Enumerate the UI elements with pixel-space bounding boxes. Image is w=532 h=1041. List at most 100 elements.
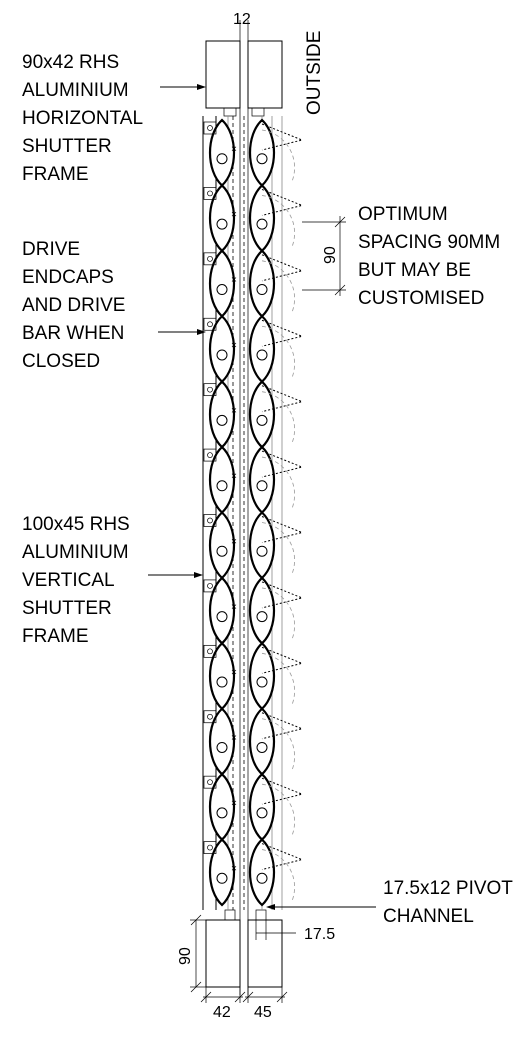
svg-text:SHUTTER: SHUTTER (22, 136, 112, 157)
drive-mark (231, 473, 237, 479)
top-pivot-left (223, 107, 237, 117)
pivot-right (256, 741, 268, 753)
svg-text:FRAME: FRAME (22, 626, 89, 647)
horizontal-frame-label: 90x42 RHS ALUMINIUM HORIZONTAL SHUTTER F… (22, 52, 143, 185)
pivot-left (216, 153, 228, 165)
bottom-width-tick-1 (200, 991, 212, 1003)
bottom-frame-right (247, 919, 283, 988)
bottom-pivot-left (224, 909, 236, 921)
endcap-hole (207, 517, 213, 524)
bottom-frame-left (205, 919, 241, 988)
bottom-pivot-right (255, 909, 267, 921)
pivot-left (216, 807, 228, 819)
endcap-tab (203, 317, 217, 331)
blade-swing-arc (261, 195, 295, 247)
svg-text:100x45 RHS: 100x45 RHS (22, 514, 130, 535)
bottom-height-dim-text: 90 (177, 947, 194, 965)
blade-right (249, 445, 275, 514)
blade-swing-arc (261, 783, 295, 836)
pivot-right (256, 218, 268, 230)
blade-left (209, 641, 235, 711)
endcap-hole (207, 125, 213, 131)
svg-text:OPTIMUM: OPTIMUM (358, 204, 448, 225)
pivot-right (256, 153, 268, 165)
pivot-left (216, 284, 228, 296)
endcap-hole (207, 190, 213, 197)
pivot-left (216, 349, 228, 361)
blade-swing-arc (261, 260, 295, 313)
drive-mark (231, 342, 237, 348)
svg-text:ENDCAPS: ENDCAPS (22, 267, 114, 288)
pivot-right (256, 284, 268, 296)
spacing-tick-bottom (334, 284, 346, 296)
outside-label: OUTSIDE (304, 31, 325, 115)
bottom-width-tick-3 (242, 991, 254, 1003)
blade-swing-arc (261, 456, 295, 509)
blade-right (249, 511, 275, 580)
blade-left (209, 249, 235, 318)
blade-swing-arc (261, 849, 295, 902)
drive-mark (231, 146, 237, 151)
blade-left (209, 380, 235, 449)
blade-right (249, 118, 275, 187)
pivot-label: 17.5x12 PIVOT CHANNEL (383, 878, 513, 927)
bottom-width-tick-4 (276, 991, 288, 1003)
blade-right (249, 183, 275, 253)
pivot-left (216, 414, 228, 426)
endcap-tab (203, 775, 217, 789)
horizontal-frame-arrowhead (197, 84, 206, 90)
pivot-right (256, 349, 268, 361)
pivot-arrowhead (266, 904, 275, 910)
endcap-hole (207, 648, 213, 655)
pivot-right (256, 872, 268, 884)
pivot-right (256, 611, 268, 623)
endcap-tab (203, 121, 217, 135)
svg-text:BAR WHEN: BAR WHEN (22, 323, 124, 344)
blade-right (249, 249, 275, 318)
drive-label: DRIVE ENDCAPS AND DRIVE BAR WHEN CLOSED (22, 239, 125, 372)
pivot-left (216, 480, 228, 492)
endcap-tab (203, 383, 217, 397)
endcap-hole (207, 779, 213, 786)
endcap-tab (203, 710, 217, 724)
pivot-right (256, 545, 268, 557)
blade-left (209, 511, 235, 580)
dim-top-gap: 12 (233, 11, 251, 28)
top-frame-right (247, 40, 283, 109)
svg-text:VERTICAL: VERTICAL (22, 570, 115, 591)
endcap-hole (207, 583, 213, 589)
spacing-label: OPTIMUM SPACING 90MM BUT MAY BE CUSTOMIS… (358, 204, 500, 309)
bottom-width-left-text: 42 (213, 1004, 231, 1021)
pivot-left (216, 545, 228, 557)
endcap-tab (203, 514, 217, 527)
endcap-hole (207, 844, 213, 851)
blade-swing-arc (261, 391, 295, 444)
blade-right (249, 576, 275, 645)
pivot-left (216, 611, 228, 623)
blade-swing-arc (261, 652, 295, 705)
blade-left (209, 445, 235, 514)
blade-right (249, 641, 275, 711)
blade-right (249, 772, 275, 842)
blade-left (209, 118, 235, 187)
blade-swing-arc (261, 587, 295, 640)
endcap-hole (207, 386, 213, 393)
blade-right (249, 838, 275, 907)
svg-text:AND DRIVE: AND DRIVE (22, 295, 125, 316)
svg-text:SPACING 90MM: SPACING 90MM (358, 232, 500, 253)
drive-mark (231, 800, 237, 806)
pivot-right (256, 480, 268, 492)
drive-mark (231, 277, 237, 282)
blade-left (209, 183, 235, 253)
svg-text:DRIVE: DRIVE (22, 239, 80, 260)
svg-text:17.5x12 PIVOT: 17.5x12 PIVOT (383, 878, 513, 899)
drive-mark (231, 211, 237, 217)
vertical-frame-label: 100x45 RHS ALUMINIUM VERTICAL SHUTTER FR… (22, 514, 130, 647)
svg-text:SHUTTER: SHUTTER (22, 598, 112, 619)
svg-text:CLOSED: CLOSED (22, 351, 100, 372)
svg-text:90x42 RHS: 90x42 RHS (22, 52, 119, 73)
svg-text:BUT MAY BE: BUT MAY BE (358, 260, 471, 281)
bottom-height-tick-bottom (190, 981, 202, 993)
drive-arrowhead (197, 329, 206, 335)
